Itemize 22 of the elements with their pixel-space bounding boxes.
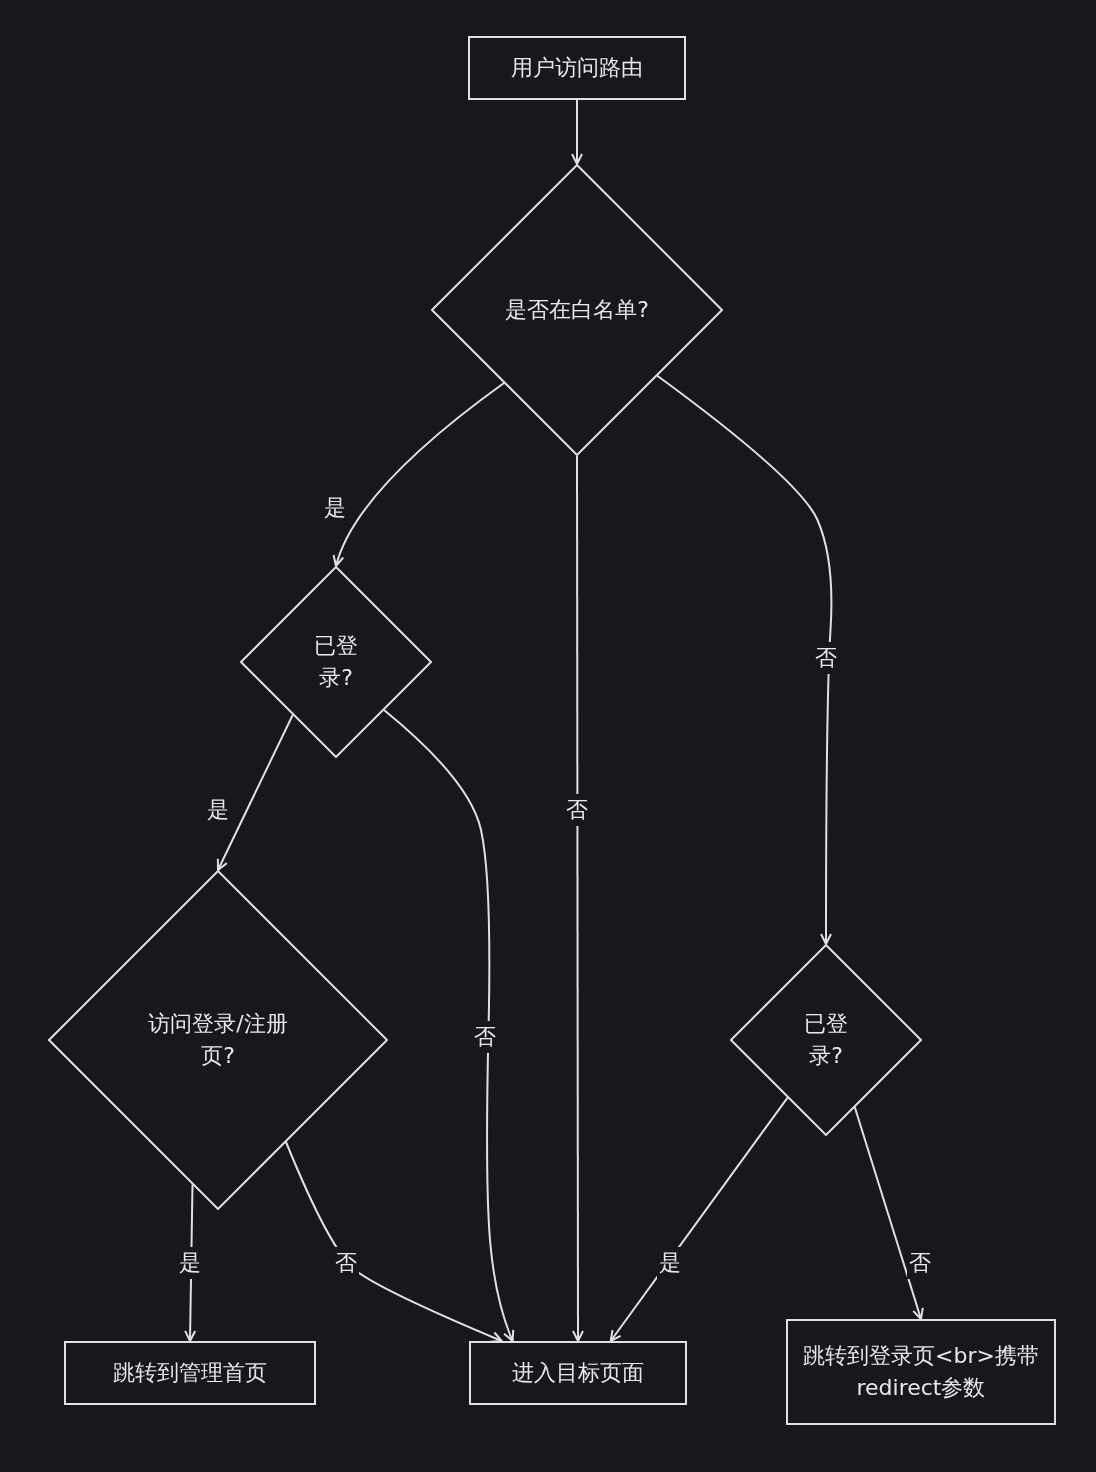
arrow (383, 709, 515, 1342)
decision-diamond: 是否在白名单? (431, 164, 723, 456)
edge-label: 是 (657, 1247, 683, 1279)
decision-diamond: 已登录? (730, 944, 922, 1136)
edge-label: 否 (564, 794, 590, 826)
decision-diamond: 访问登录/注册页? (48, 870, 388, 1210)
arrow (656, 374, 833, 945)
edge-label: 否 (813, 642, 839, 674)
arrow (572, 455, 584, 1342)
arrow (333, 382, 505, 567)
arrow (216, 713, 294, 871)
arrow (571, 99, 583, 165)
decision-diamond: 已登录? (240, 566, 432, 758)
process-box: 用户访问路由 (468, 36, 686, 100)
arrow (609, 1096, 789, 1342)
process-box: 跳转到登录页<br>携带redirect参数 (786, 1319, 1056, 1425)
edge-label: 是 (177, 1247, 203, 1279)
arrow (285, 1141, 503, 1343)
process-box: 跳转到管理首页 (64, 1341, 316, 1405)
edge-label: 否 (472, 1021, 498, 1053)
process-box: 进入目标页面 (469, 1341, 687, 1405)
arrow (853, 1106, 924, 1320)
